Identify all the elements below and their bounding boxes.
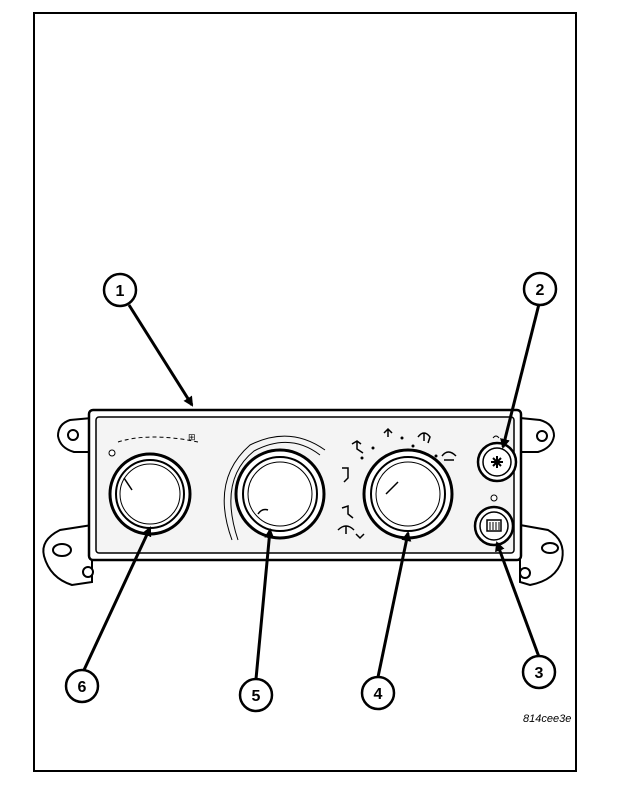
svg-text:5: 5 (252, 688, 261, 705)
rear-defrost-symbol-icon: ⊞ (188, 432, 196, 442)
right-mounting-tab-upper (519, 416, 556, 453)
svg-text:1: 1 (116, 283, 125, 300)
left-mounting-tab-lower (42, 523, 94, 587)
panel-vent-mode-icon (383, 427, 393, 437)
mode-control-knob[interactable] (337, 427, 457, 540)
floor-mode-icon (342, 467, 349, 483)
left-mounting-tab-upper (56, 416, 93, 453)
svg-text:2: 2 (536, 282, 545, 299)
rear-defrost-button[interactable] (473, 494, 515, 547)
ac-button[interactable] (476, 435, 518, 483)
mix-mode-icon (341, 504, 354, 519)
defrost-mode-icon (337, 525, 365, 540)
snowflake-icon (491, 456, 503, 468)
callout-2: 2 (522, 271, 558, 307)
svg-text:6: 6 (78, 679, 87, 696)
figure-code: 814cee3e (523, 713, 571, 725)
figure-frame (33, 12, 577, 772)
temperature-control-knob[interactable]: ⊞ (108, 432, 199, 536)
callout-5: 5 (238, 677, 274, 713)
callout-1: 1 (102, 272, 138, 308)
windshield-defrost-icon (441, 451, 457, 461)
callout-4: 4 (360, 675, 396, 711)
svg-text:3: 3 (535, 665, 544, 682)
bi-level-mode-icon (351, 440, 364, 454)
leader-lines (82, 303, 541, 680)
floor-defrost-mode-icon (417, 432, 431, 444)
right-mounting-tab-lower (519, 523, 564, 587)
rear-window-defrost-icon (486, 519, 502, 532)
blower-control-knob[interactable] (223, 435, 326, 541)
callout-6: 6 (64, 668, 100, 704)
svg-text:4: 4 (374, 686, 383, 703)
callout-3: 3 (521, 654, 557, 690)
